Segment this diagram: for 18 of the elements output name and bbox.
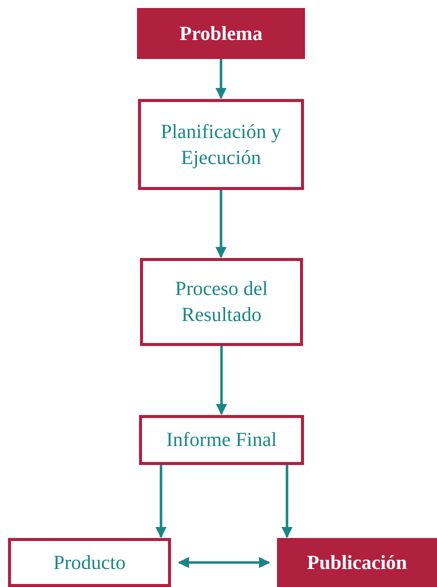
highlighted-box — [137, 8, 305, 59]
node-label: Producto — [53, 550, 126, 576]
node-label: Publicación — [306, 550, 407, 576]
process-box — [140, 258, 303, 346]
process-box — [139, 415, 304, 465]
node-label: Proceso del Resultado — [174, 277, 269, 328]
arrow — [178, 556, 270, 568]
node-label: Planificación y Ejecución — [160, 120, 282, 170]
arrow — [215, 59, 227, 100]
node-label: Informe Final — [166, 428, 277, 453]
process-box — [8, 538, 171, 587]
arrow — [216, 346, 228, 416]
arrow — [155, 465, 167, 538]
process-box — [138, 99, 304, 190]
node-label: Problema — [180, 22, 262, 46]
arrow — [281, 465, 293, 538]
highlighted-box — [277, 538, 437, 587]
arrow — [215, 190, 227, 258]
